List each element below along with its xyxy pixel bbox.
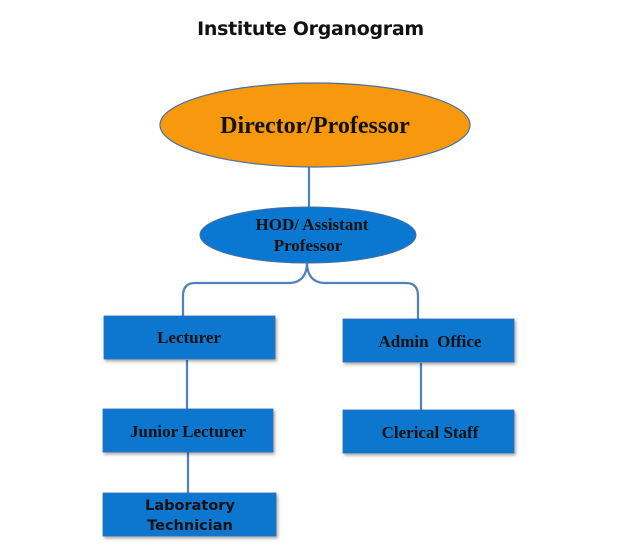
lab-technician-box	[102, 492, 277, 537]
node-lab-technician: Laboratory Technician	[102, 492, 277, 537]
lab-technician-label-line1: Laboratory	[145, 498, 235, 514]
node-director: Director/Professor	[159, 82, 471, 168]
node-lecturer: Lecturer	[103, 315, 276, 360]
hod-label-line1: HOD/ Assistant	[256, 215, 369, 234]
lecturer-box	[103, 315, 276, 360]
director-ellipse	[159, 82, 471, 168]
lecturer-label: Lecturer	[157, 328, 221, 347]
hod-ellipse	[199, 206, 417, 264]
director-label: Director/Professor	[220, 113, 410, 139]
node-clerical-staff: Clerical Staff	[342, 409, 515, 454]
node-junior-lecturer: Junior Lecturer	[102, 408, 274, 453]
junior-lecturer-label: Junior Lecturer	[130, 422, 246, 441]
clerical-staff-box	[342, 409, 515, 454]
edge-hod-admin	[305, 261, 420, 320]
node-admin-office: Admin Office	[342, 318, 515, 363]
junior-lecturer-box	[102, 408, 274, 453]
clerical-staff-label: Clerical Staff	[382, 423, 479, 442]
admin-office-label: Admin Office	[379, 332, 482, 351]
diagram-title: Institute Organogram	[197, 18, 424, 40]
edge-hod-lecturer	[181, 261, 309, 317]
connectors	[181, 167, 423, 494]
hod-label-line2: Professor	[274, 236, 343, 255]
lab-technician-label-line2: Technician	[147, 518, 233, 534]
node-hod: HOD/ Assistant Professor	[199, 206, 417, 264]
admin-office-box	[342, 318, 515, 363]
